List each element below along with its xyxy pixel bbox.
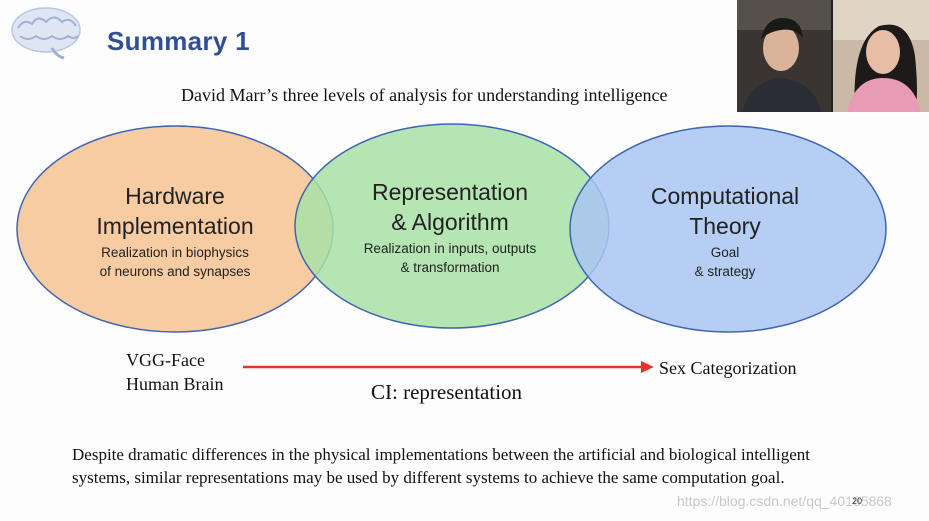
hardware-detail-2: of neurons and synapses — [99, 264, 251, 279]
hardware-heading-2: Implementation — [96, 213, 254, 239]
representation-heading-1: Representation — [372, 179, 528, 205]
page-number: 20 — [852, 496, 863, 506]
hardware-detail-1: Realization in biophysics — [101, 245, 249, 260]
hardware-heading-1: Hardware — [125, 183, 225, 209]
sex-categorization-label: Sex Categorization — [659, 358, 797, 378]
computational-heading-2: Theory — [689, 213, 761, 239]
slide-subtitle: David Marr’s three levels of analysis fo… — [181, 85, 668, 105]
human-brain-label: Human Brain — [126, 374, 224, 394]
vgg-face-label: VGG-Face — [126, 350, 205, 370]
watermark: https://blog.csdn.net/qq_40185868 — [677, 493, 892, 509]
representation-detail-2: & transformation — [400, 260, 500, 275]
computational-heading-1: Computational — [650, 183, 800, 209]
representation-label: Representation & Algorithm Realization i… — [330, 177, 570, 277]
computational-ellipse — [569, 125, 887, 333]
ci-representation-caption: CI: representation — [371, 380, 523, 404]
brain-logo-icon — [11, 7, 81, 60]
representation-detail-1: Realization in inputs, outputs — [363, 241, 537, 256]
slide-title: Summary 1 — [107, 26, 250, 56]
computational-detail-1: Goal — [710, 245, 740, 260]
conclusion-paragraph: Despite dramatic differences in the phys… — [72, 445, 810, 487]
hardware-label: Hardware Implementation Realization in b… — [60, 181, 290, 281]
webcam-thumbnails — [737, 0, 929, 112]
person-left-face — [763, 25, 799, 71]
computational-label: Computational Theory Goal & strategy — [615, 181, 835, 281]
systems-label: VGG-Face Human Brain — [126, 348, 223, 396]
person-right-face — [866, 30, 900, 74]
marr-levels-diagram — [16, 123, 887, 333]
right-arrow-icon — [243, 361, 654, 373]
representation-heading-2: & Algorithm — [391, 209, 509, 235]
computational-detail-2: & strategy — [694, 264, 756, 279]
